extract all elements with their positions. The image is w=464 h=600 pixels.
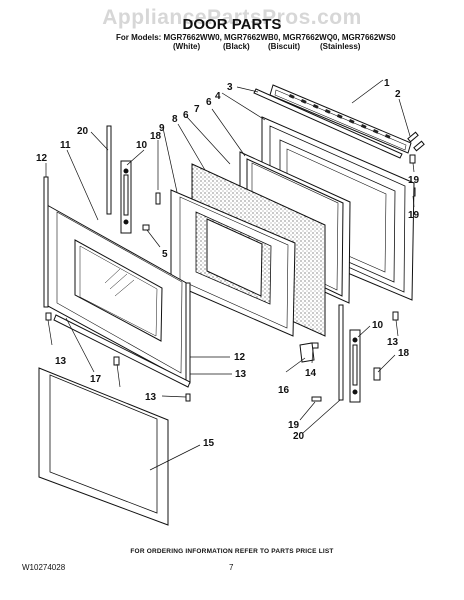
models-line: For Models: MGR7662WW0, MGR7662WB0, MGR7… (116, 33, 396, 42)
callout-12a: 12 (36, 153, 48, 164)
hinge-part-10-right (349, 329, 361, 403)
callout-20a: 20 (77, 126, 89, 137)
outer-door-panel (38, 367, 169, 526)
callout-3: 3 (227, 82, 233, 93)
callout-15: 15 (203, 438, 215, 449)
door-frame (170, 189, 296, 337)
callout-10b: 10 (372, 320, 384, 331)
hinge-rod-part-20 (106, 125, 344, 401)
callout-14: 14 (305, 368, 317, 379)
hinge-part-10-left (120, 160, 132, 234)
footer-note: FOR ORDERING INFORMATION REFER TO PARTS … (130, 548, 334, 555)
callout-13d: 13 (387, 337, 399, 348)
variant-stainless: (Stainless) (320, 42, 361, 51)
variant-white: (White) (173, 42, 201, 51)
callout-19c: 19 (288, 420, 300, 431)
callout-18b: 18 (398, 348, 410, 359)
callout-2: 2 (395, 89, 401, 100)
callout-18a: 18 (150, 131, 162, 142)
callout-17: 17 (90, 374, 102, 385)
callout-6a: 6 (206, 97, 212, 108)
outer-door-glass (45, 204, 191, 383)
bracket-part-3 (253, 88, 403, 159)
bottom-trim-part-17 (53, 314, 191, 388)
page-number: 7 (229, 563, 234, 572)
callout-6b: 6 (183, 110, 189, 121)
small-hardware (45, 224, 322, 402)
callout-20b: 20 (293, 431, 305, 442)
callout-13b: 13 (145, 392, 157, 403)
part-18-items (155, 192, 381, 381)
callout-13a: 13 (55, 356, 67, 367)
callout-5: 5 (162, 249, 168, 260)
callout-13c: 13 (235, 369, 247, 380)
page-title: DOOR PARTS (182, 16, 282, 33)
callout-7: 7 (194, 104, 200, 115)
callout-19a: 19 (408, 175, 420, 186)
vent-trim-part (269, 84, 412, 154)
callout-19b: 19 (408, 210, 420, 221)
callout-4: 4 (215, 91, 221, 102)
callout-8: 8 (172, 114, 178, 125)
callout-16: 16 (278, 385, 290, 396)
watermark: AppliancePartsPros.com (102, 6, 362, 29)
callout-12b: 12 (234, 352, 246, 363)
callout-9: 9 (159, 123, 165, 134)
variant-black: (Black) (223, 42, 250, 51)
callout-10a: 10 (136, 140, 148, 151)
variant-biscuit: (Biscuit) (268, 42, 300, 51)
screw-part-2 (407, 131, 425, 152)
callout-labels: 1 2 3 4 5 6 6 7 8 9 10 10 11 12 12 13 13… (36, 78, 420, 449)
callout-1: 1 (384, 78, 390, 89)
leader-lines (45, 79, 415, 471)
document-number: W10274028 (22, 563, 66, 572)
callout-11: 11 (60, 140, 71, 151)
